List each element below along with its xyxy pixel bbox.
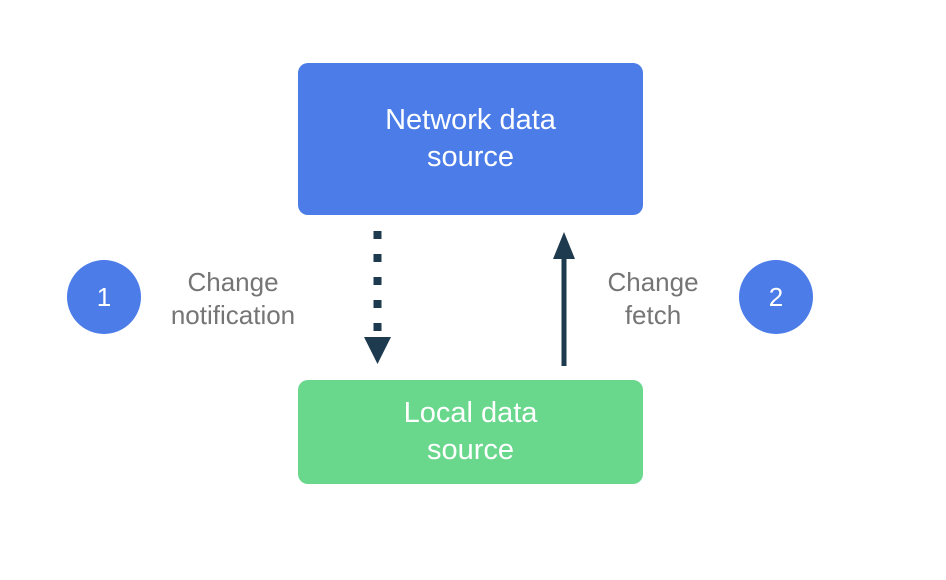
step-1-label: Change notification (170, 267, 296, 330)
network-data-source-node: Network data source (298, 63, 643, 215)
local-data-source-node: Local data source (298, 380, 643, 484)
step-2-number: 2 (768, 281, 784, 312)
step-2-badge: 2 (739, 260, 813, 334)
step-1-badge: 1 (67, 260, 141, 334)
network-data-source-label: Network data source (385, 104, 556, 173)
change-fetch-arrow-icon (553, 232, 575, 366)
step-2-label: Change fetch (607, 267, 699, 330)
change-notification-arrow-icon (364, 231, 391, 364)
step-1-number: 1 (96, 281, 112, 312)
local-data-source-label: Local data source (403, 397, 538, 466)
